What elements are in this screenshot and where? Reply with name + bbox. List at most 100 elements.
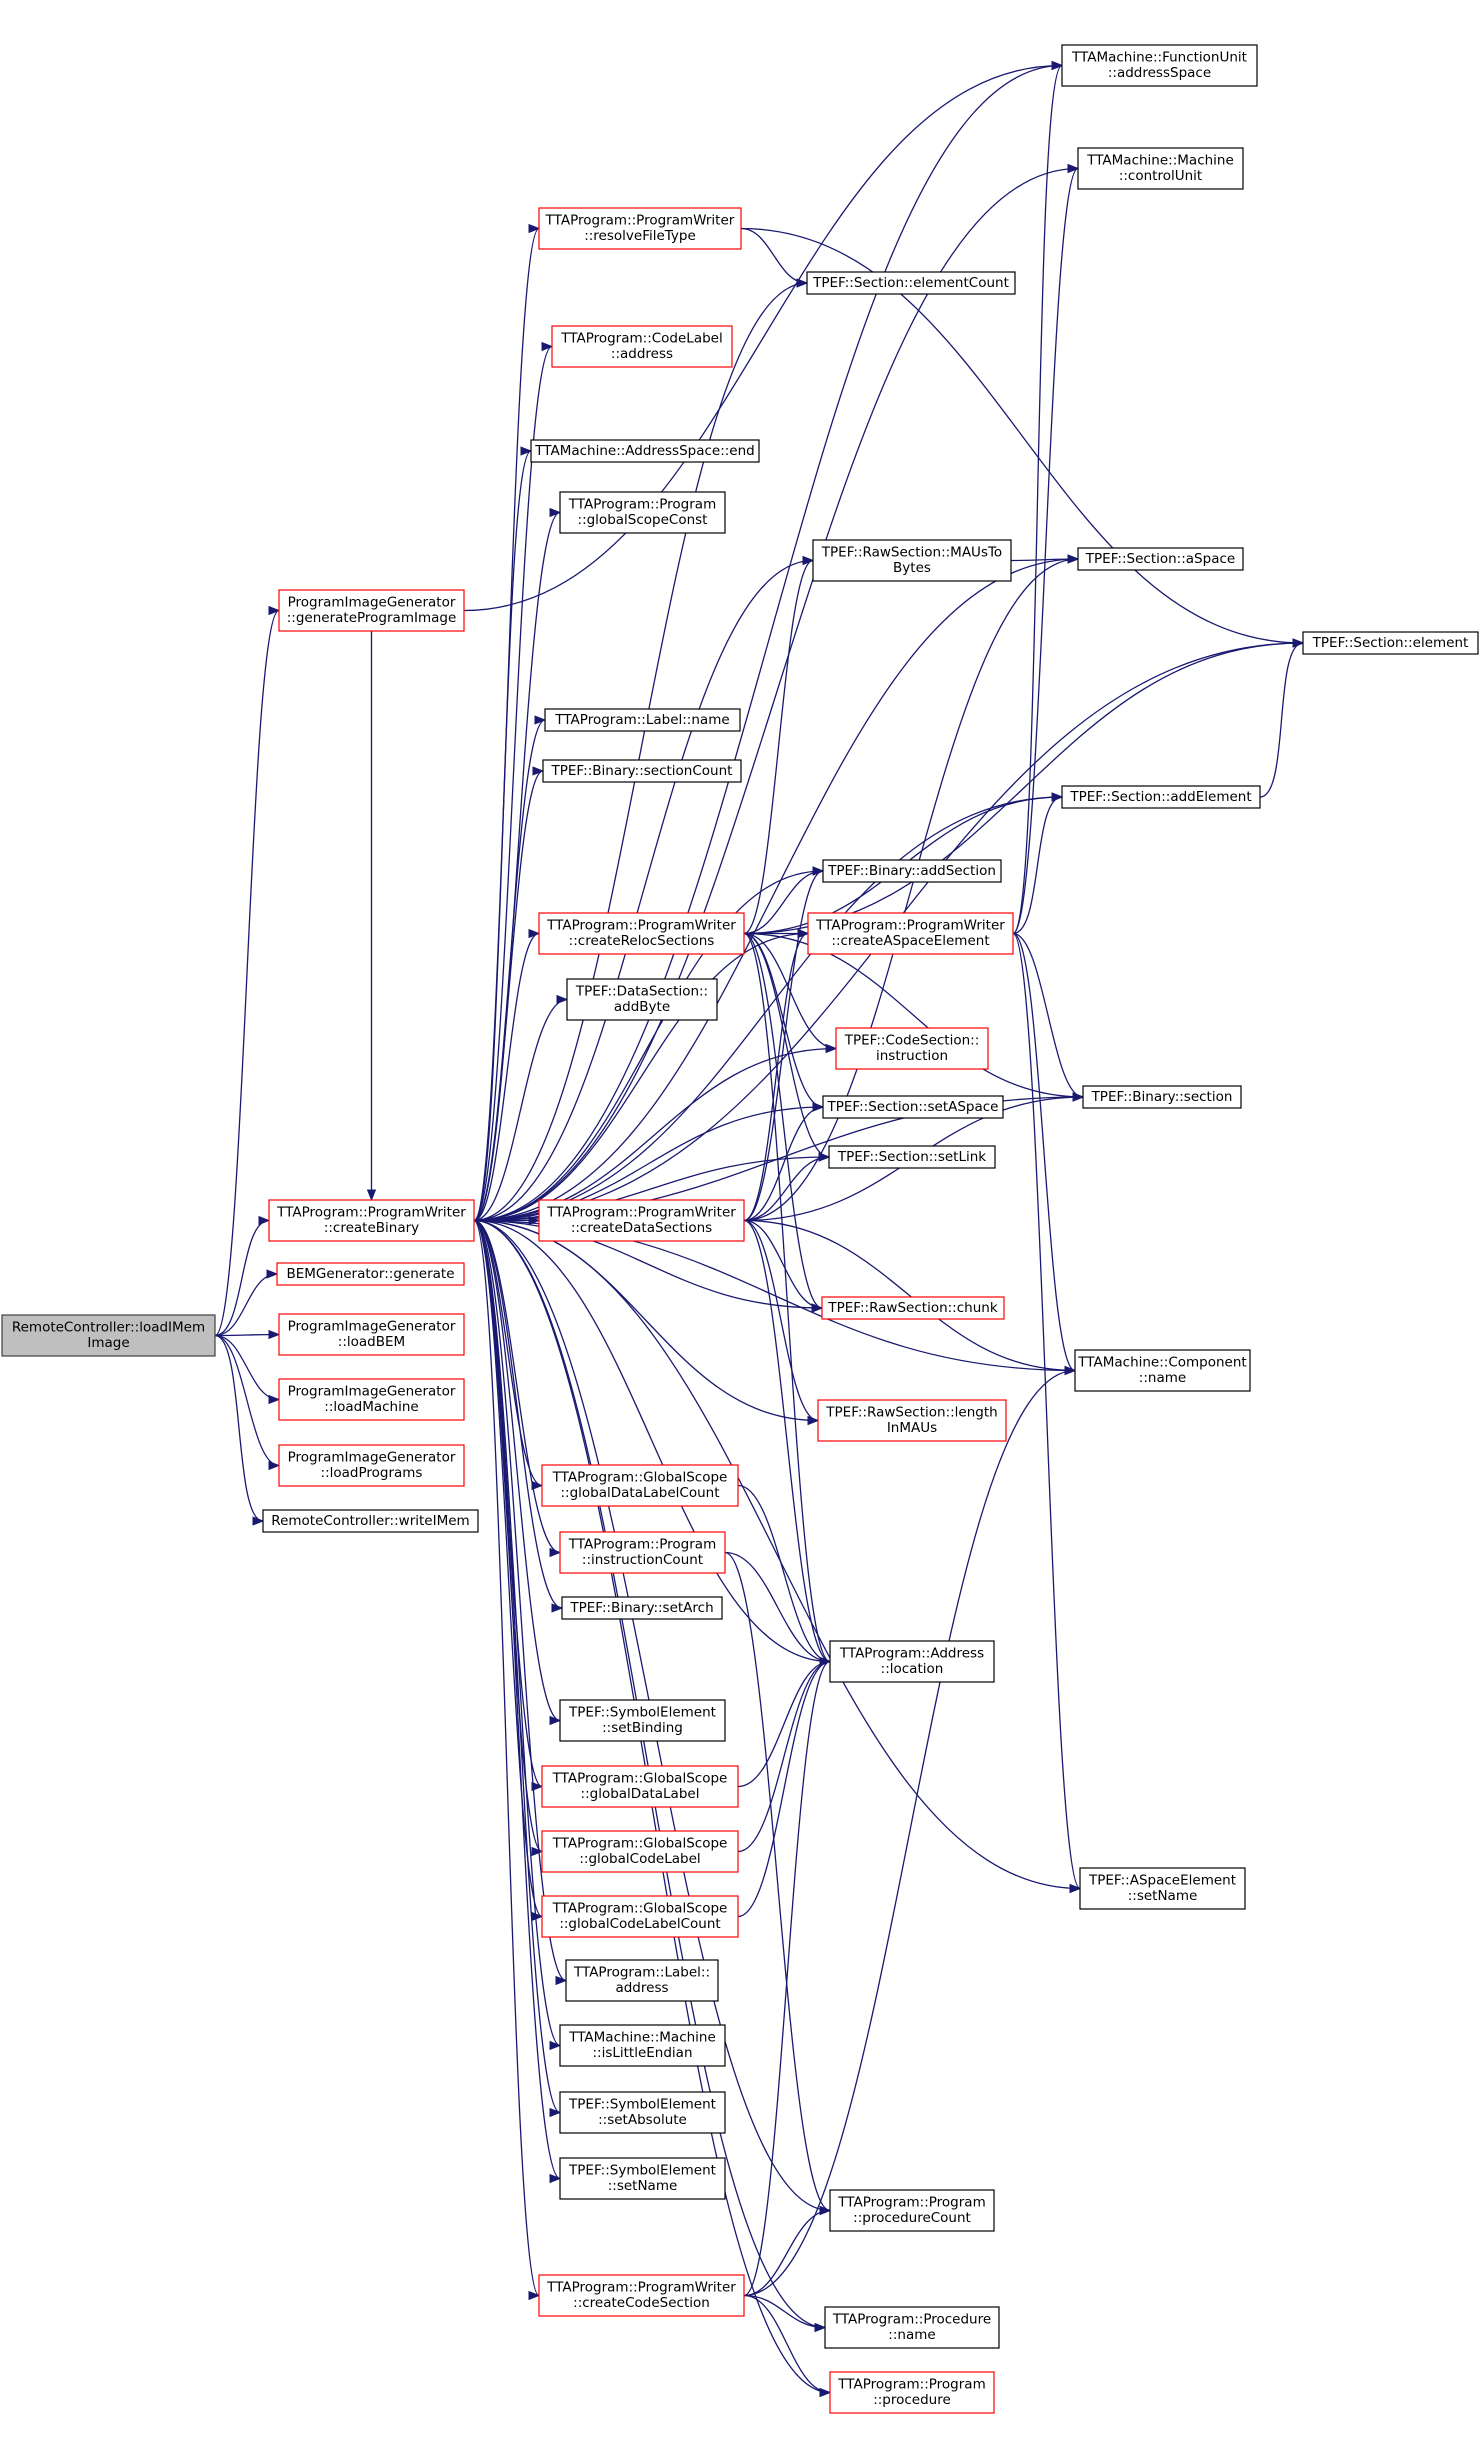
node-ttaprogram-codelabel-address[interactable]: TTAProgram::CodeLabel::address: [551, 325, 733, 368]
edge-createCodeSection-to-procedureCount: [743, 2205, 832, 2297]
edge-createBinary-to-globalCodeLabelCount: [473, 1219, 544, 1921]
node-tpef-binary-addsection[interactable]: TPEF::Binary::addSection: [822, 859, 1002, 883]
node-box: [559, 491, 726, 534]
node-label-line: TPEF::Section::elementCount: [812, 275, 1009, 291]
node-label-line: Bytes: [893, 560, 931, 576]
node-tpef-section-elementcount[interactable]: TPEF::Section::elementCount: [806, 271, 1016, 295]
node-label-line: TTAProgram::CodeLabel: [560, 331, 722, 347]
node-box: [538, 912, 745, 955]
node-tpef-section-setaspace[interactable]: TPEF::Section::setASpace: [822, 1095, 1004, 1119]
node-tpef-section-setlink[interactable]: TPEF::Section::setLink: [828, 1145, 996, 1169]
node-box: [278, 589, 465, 632]
node-label-line: TPEF::Binary::setArch: [569, 1600, 713, 1616]
node-ttaprogram-label-name[interactable]: TTAProgram::Label::name: [544, 708, 741, 732]
node-label-line: ::globalDataLabelCount: [560, 1485, 719, 1501]
node-ttamachine-machine-controlunit[interactable]: TTAMachine::Machine::controlUnit: [1077, 147, 1244, 190]
node-tpef-binary-sectioncount[interactable]: TPEF::Binary::sectionCount: [542, 759, 742, 783]
node-tpef-codesection-instruction[interactable]: TPEF::CodeSection::instruction: [835, 1027, 989, 1070]
node-label-line: ::setName: [608, 2178, 678, 2194]
node-ttamachine-addressspace-end[interactable]: TTAMachine::AddressSpace::end: [530, 439, 760, 463]
edge-createRelocSections-to-mausToBytes: [743, 555, 815, 935]
node-tpef-symbolelement-setname[interactable]: TPEF::SymbolElement::setName: [559, 2157, 726, 2200]
edge-root-to-pig_gen: [214, 606, 281, 1337]
node-label-line: ::globalCodeLabel: [579, 1851, 700, 1867]
node-ttaprogram-programwriter-createdatasections[interactable]: TTAProgram::ProgramWriter::createDataSec…: [538, 1199, 745, 1242]
node-label-line: ::globalScopeConst: [578, 512, 708, 528]
node-ttaprogram-procedure-name[interactable]: TTAProgram::Procedure::name: [824, 2306, 1000, 2349]
node-label-line: TTAProgram::Procedure: [832, 2312, 991, 2328]
node-layer: RemoteController::loadIMemImageProgramIm…: [1, 44, 1479, 2414]
node-label-line: TTAMachine::FunctionUnit: [1071, 50, 1247, 66]
node-ttamachine-component-name[interactable]: TTAMachine::Component::name: [1074, 1349, 1251, 1392]
node-tpef-binary-setarch[interactable]: TPEF::Binary::setArch: [561, 1596, 723, 1620]
node-ttamachine-machine-islittleendian[interactable]: TTAMachine::Machine::isLittleEndian: [559, 2024, 726, 2067]
node-box: [829, 1640, 995, 1683]
node-label-line: ::generateProgramImage: [287, 610, 457, 626]
node-box: [835, 1027, 989, 1070]
node-ttaprogram-globalscope-globaldatalabelcount[interactable]: TTAProgram::GlobalScope::globalDataLabel…: [541, 1464, 739, 1507]
node-tpef-rawsection-chunk[interactable]: TPEF::RawSection::chunk: [821, 1296, 1005, 1320]
node-ttaprogram-program-globalscopeconst[interactable]: TTAProgram::Program::globalScopeConst: [559, 491, 726, 534]
edge-root-to-loadPrograms: [214, 1334, 281, 1471]
edge-root-to-writeIMem: [214, 1334, 265, 1526]
node-ttaprogram-program-instructioncount[interactable]: TTAProgram::Program::instructionCount: [559, 1531, 726, 1574]
node-ttaprogram-program-procedure[interactable]: TTAProgram::Program::procedure: [829, 2371, 995, 2414]
edge-createASpaceElement-to-binarySection: [1012, 932, 1085, 1102]
node-label-line: TTAProgram::ProgramWriter: [546, 918, 736, 934]
node-label-line: ::procedure: [873, 2392, 951, 2408]
node-label-line: ::loadPrograms: [321, 1465, 423, 1481]
edge-globalDataLabelCount-to-addrLocation: [737, 1484, 832, 1667]
node-ttaprogram-address-location[interactable]: TTAProgram::Address::location: [829, 1640, 995, 1683]
edge-createBinary-to-instructionCount: [473, 1219, 562, 1558]
node-box: [1, 1314, 216, 1357]
node-label-line: ::createASpaceElement: [831, 933, 989, 949]
node-label-line: TPEF::CodeSection::: [844, 1033, 980, 1049]
node-ttamachine-functionunit-addressspace[interactable]: TTAMachine::FunctionUnit::addressSpace: [1061, 44, 1258, 87]
node-ttaprogram-programwriter-createbinary[interactable]: TTAProgram::ProgramWriter::createBinary: [268, 1199, 475, 1242]
node-programimagegenerator-loadbem[interactable]: ProgramImageGenerator::loadBEM: [278, 1313, 465, 1356]
node-programimagegenerator-loadmachine[interactable]: ProgramImageGenerator::loadMachine: [278, 1378, 465, 1421]
node-ttaprogram-programwriter-resolvefiletype[interactable]: TTAProgram::ProgramWriter::resolveFileTy…: [538, 207, 742, 250]
edge-createDataSections-to-createASpaceElement: [743, 928, 810, 1222]
node-label-line: TTAProgram::Program: [837, 2377, 985, 2393]
node-programimagegenerator-loadprograms[interactable]: ProgramImageGenerator::loadPrograms: [278, 1444, 465, 1487]
edge-createBinary-to-sectionASpace: [473, 554, 1080, 1222]
node-tpef-aspaceelement-setname[interactable]: TPEF::ASpaceElement::setName: [1079, 1867, 1246, 1910]
node-tpef-symbolelement-setbinding[interactable]: TPEF::SymbolElement::setBinding: [559, 1699, 726, 1742]
node-bemgenerator-generate[interactable]: BEMGenerator::generate: [276, 1262, 465, 1286]
node-label-line: address: [615, 1980, 668, 1996]
node-tpef-section-element[interactable]: TPEF::Section::element: [1302, 631, 1479, 655]
node-box: [559, 1699, 726, 1742]
edge-createBinary-to-addElement: [473, 792, 1064, 1222]
node-tpef-symbolelement-setabsolute[interactable]: TPEF::SymbolElement::setAbsolute: [559, 2091, 726, 2134]
node-ttaprogram-programwriter-createcodesection[interactable]: TTAProgram::ProgramWriter::createCodeSec…: [538, 2274, 745, 2317]
node-label-line: ::controlUnit: [1119, 168, 1202, 184]
node-ttaprogram-globalscope-globaldatalabel[interactable]: TTAProgram::GlobalScope::globalDataLabel: [541, 1765, 739, 1808]
node-ttaprogram-programwriter-createrelocsections[interactable]: TTAProgram::ProgramWriter::createRelocSe…: [538, 912, 745, 955]
node-box: [541, 1895, 739, 1938]
node-remotecontroller-writeimem[interactable]: RemoteController::writeIMem: [262, 1509, 479, 1533]
edge-createCodeSection-to-addrLocation: [743, 1656, 832, 2297]
node-label-line: ::procedureCount: [853, 2210, 971, 2226]
node-tpef-section-aspace[interactable]: TPEF::Section::aSpace: [1077, 547, 1244, 571]
edge-createASpaceElement-to-componentName: [1012, 932, 1077, 1376]
node-label-line: TPEF::Section::element: [1312, 635, 1469, 651]
node-ttaprogram-program-procedurecount[interactable]: TTAProgram::Program::procedureCount: [829, 2189, 995, 2232]
node-box: [538, 1199, 745, 1242]
node-box: [551, 325, 733, 368]
node-box: [538, 2274, 745, 2317]
node-ttaprogram-globalscope-globalcodelabelcount[interactable]: TTAProgram::GlobalScope::globalCodeLabel…: [541, 1895, 739, 1938]
node-ttaprogram-globalscope-globalcodelabel[interactable]: TTAProgram::GlobalScope::globalCodeLabel: [541, 1830, 739, 1873]
node-tpef-datasection-addbyte[interactable]: TPEF::DataSection::addByte: [566, 978, 718, 1021]
node-label-line: ::createCodeSection: [573, 2295, 710, 2311]
node-ttaprogram-programwriter-createaspaceelement[interactable]: TTAProgram::ProgramWriter::createASpaceE…: [807, 912, 1014, 955]
node-tpef-section-addelement[interactable]: TPEF::Section::addElement: [1061, 785, 1261, 809]
node-box: [807, 912, 1014, 955]
node-tpef-binary-section[interactable]: TPEF::Binary::section: [1082, 1085, 1242, 1109]
node-ttaprogram-label-address[interactable]: TTAProgram::Label::address: [565, 1959, 719, 2002]
node-programimagegenerator-generateprogramimage[interactable]: ProgramImageGenerator::generateProgramIm…: [278, 589, 465, 632]
